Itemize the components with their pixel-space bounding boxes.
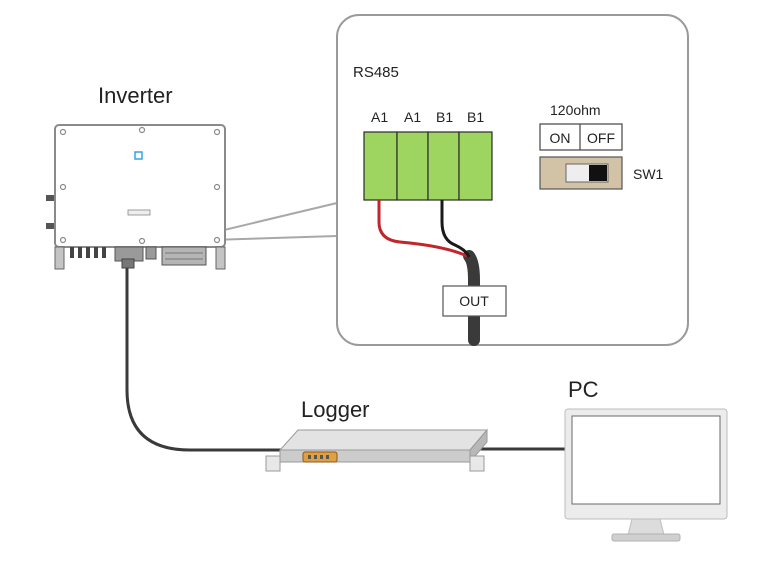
terminal-label-3: B1 bbox=[436, 109, 453, 125]
terminal-a1-1 bbox=[363, 131, 398, 201]
terminal-block bbox=[363, 131, 493, 201]
logger-label: Logger bbox=[301, 397, 370, 422]
out-label: OUT bbox=[459, 293, 489, 309]
pc-label: PC bbox=[568, 377, 599, 402]
terminal-label-2: A1 bbox=[404, 109, 421, 125]
inverter-label: Inverter bbox=[98, 83, 173, 108]
dip-switch-sw1[interactable] bbox=[539, 156, 623, 190]
pc-monitor bbox=[564, 408, 728, 542]
wire-a1-red bbox=[377, 200, 468, 258]
terminal-b1-1 bbox=[427, 131, 460, 201]
switch-on-label: ON bbox=[550, 130, 571, 146]
cable-inverter-to-logger bbox=[125, 268, 292, 452]
pc-screen bbox=[571, 415, 721, 505]
out-label-box bbox=[442, 285, 507, 317]
switch-label-box bbox=[539, 123, 623, 151]
rs485-title: RS485 bbox=[353, 64, 399, 81]
terminal-a1-2 bbox=[396, 131, 429, 201]
terminal-b1-2 bbox=[458, 131, 493, 201]
resistor-label: 120ohm bbox=[550, 102, 601, 118]
rs485-detail-panel bbox=[336, 14, 689, 346]
inverter bbox=[46, 124, 226, 270]
logger-device bbox=[265, 428, 489, 472]
switch-off-label: OFF bbox=[587, 130, 615, 146]
wire-b1-black bbox=[440, 200, 471, 258]
terminal-label-1: A1 bbox=[371, 109, 388, 125]
switch-slider-knob[interactable] bbox=[589, 165, 607, 181]
terminal-label-4: B1 bbox=[467, 109, 484, 125]
led-indicator-icon bbox=[134, 151, 143, 160]
switch-name-label: SW1 bbox=[633, 166, 664, 182]
cable-out bbox=[463, 250, 480, 346]
